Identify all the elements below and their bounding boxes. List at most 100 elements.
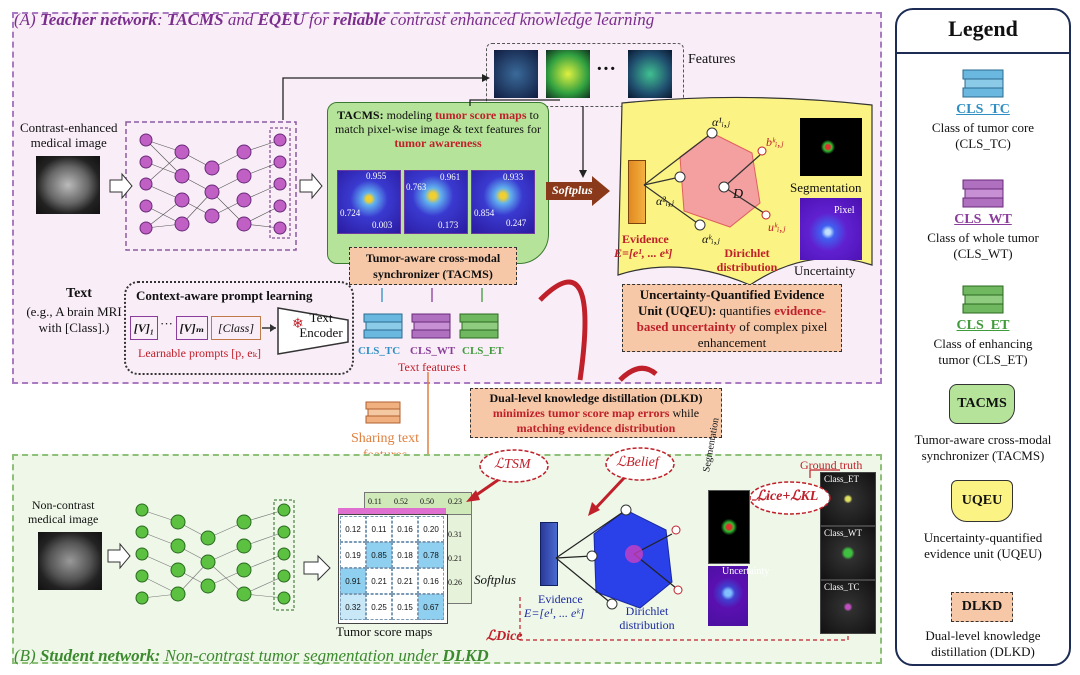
score-grid-cell: 0.19 [340, 542, 366, 568]
score-map-side-layer [446, 514, 472, 604]
score-value: 0.003 [372, 220, 393, 230]
loss-ice-kl: ℒice+ℒKL [756, 489, 819, 504]
score-map-pink-edge [338, 508, 446, 514]
legend-tacms-desc: Tumor-aware cross-modal synchronizer (TA… [914, 432, 1052, 463]
grid-top-value: 0.23 [448, 497, 462, 506]
alpha-1-label: α¹ᵢ,ⱼ [712, 115, 730, 129]
score-grid-cell: 0.67 [418, 594, 444, 620]
score-grid-cell: 0.25 [366, 594, 392, 620]
softplus-arrow-a [546, 176, 610, 206]
grid-side-value: 0.26 [448, 578, 462, 587]
score-grid-cell: 0.16 [418, 568, 444, 594]
prompt-learning-title: Context-aware prompt learning [136, 288, 313, 303]
score-map-tc [337, 170, 401, 234]
score-grid-cell: 0.32 [340, 594, 366, 620]
prompt-learning-box [124, 281, 354, 375]
text-features-label: Text features t [398, 360, 467, 374]
grid-side-value: 0.21 [448, 554, 462, 563]
score-value: 0.933 [503, 172, 524, 182]
alpha-2-label: α²ᵢ,ⱼ [656, 194, 674, 208]
loss-dice: ℒDice [486, 629, 523, 644]
score-maps-label: Tumor score maps [336, 624, 433, 639]
contrast-image-label: Contrast-enhanced medical image [20, 120, 118, 150]
book-icon-et [459, 313, 499, 339]
score-value: 0.854 [474, 208, 495, 218]
class-books [363, 313, 499, 339]
score-value: 0.961 [440, 172, 461, 182]
learnable-prompts-caption: Learnable prompts [p, eₖ] [138, 346, 261, 360]
gt-tc-label: Class_TC [824, 582, 860, 592]
prompt-token-v1: [V]₁ [130, 316, 158, 340]
teacher-network [109, 121, 323, 251]
grid-top-value: 0.52 [394, 497, 408, 506]
score-grid-cell: 0.18 [392, 542, 418, 568]
grid-top-value: 0.11 [368, 497, 382, 506]
dirichlet-d-label: D [733, 187, 744, 202]
student-network [107, 499, 331, 611]
text-title: Text [66, 286, 92, 301]
pixel-label: Pixel [834, 205, 855, 216]
sharing-book-icon [365, 401, 401, 424]
legend-uqeu-tag: UQEU [951, 480, 1013, 522]
uqeu-box: Uncertainty-Quantified Evidence Unit (UQ… [622, 284, 842, 352]
uncertainty-label-a: Uncertainty [794, 263, 856, 278]
book-icon-wt [411, 313, 451, 339]
legend-et-name: CLS_ET [956, 318, 1010, 333]
prompt-dots: ··· [160, 316, 173, 331]
dirichlet-graph-a [643, 127, 771, 231]
legend-wt-desc: Class of whole tumor (CLS_WT) [927, 230, 1039, 261]
u-label: uᵏᵢ,ⱼ [768, 220, 786, 234]
grid-top-value: 0.50 [420, 497, 434, 506]
text-example: (e.g., A brain MRI with [Class].) [26, 304, 122, 335]
evidence-block-b [540, 522, 558, 586]
feature-map-2 [546, 50, 590, 98]
book-icon-et-legend [962, 285, 1004, 314]
score-grid-cell: 0.15 [392, 594, 418, 620]
evidence-block-a [628, 160, 646, 224]
prompt-token-class: [Class] [211, 316, 261, 340]
score-value: 0.724 [340, 208, 361, 218]
book-icon-tc [363, 313, 403, 339]
legend-tc-desc: Class of tumor core (CLS_TC) [931, 120, 1035, 151]
score-grid-cell: 0.21 [366, 568, 392, 594]
features-ellipsis: ··· [596, 58, 617, 80]
feature-map-3 [628, 50, 672, 98]
uncertainty-output-a [800, 198, 862, 260]
segmentation-output-b [708, 490, 750, 564]
b-label: bᵏᵢ,ⱼ [766, 135, 784, 149]
score-value: 0.247 [506, 218, 527, 228]
legend-title: Legend [948, 16, 1018, 41]
legend-tacms-tag: TACMS [949, 384, 1015, 424]
loss-tsm: ℒTSM [494, 457, 531, 472]
legend-dlkd-desc: Dual-level knowledge distillation (DLKD) [925, 628, 1041, 659]
score-map-wt [404, 170, 468, 234]
dlkd-box: Dual-level knowledge distillation (DLKD)… [470, 388, 722, 438]
score-value: 0.955 [366, 171, 387, 181]
dirichlet-graph-b [555, 504, 683, 610]
gt-wt-image [820, 526, 876, 580]
score-grid-cell: 0.91 [340, 568, 366, 594]
gt-wt-label: Class_WT [824, 528, 862, 538]
dirichlet-label-b: Dirichlet distribution [619, 604, 675, 632]
ground-truth-label: Ground truth [800, 458, 863, 472]
score-value: 0.763 [406, 182, 427, 192]
legend-divider [897, 52, 1069, 54]
teacher-panel-title: (A) Teacher network: TACMS and EQEU for … [14, 10, 655, 29]
features-label: Features [688, 52, 736, 67]
evidence-label-a: Evidence [622, 232, 669, 246]
legend-wt-name: CLS_WT [954, 212, 1012, 227]
segmentation-output-a [800, 118, 862, 176]
book-icon-tc-legend [962, 69, 1004, 98]
score-grid-cell: 0.85 [366, 542, 392, 568]
legend-tc-name: CLS_TC [956, 102, 1010, 117]
evidence-formula-b: E=[e¹, ... eᵏ] [524, 606, 585, 620]
cls-wt-label: CLS_WT [410, 345, 456, 357]
grid-side-value: 0.31 [448, 530, 462, 539]
feature-map-1 [494, 50, 538, 98]
dirichlet-label-a: Dirichlet distribution [716, 246, 778, 274]
score-grid-cell: 0.78 [418, 542, 444, 568]
cls-tc-label: CLS_TC [358, 345, 401, 357]
score-grid-cell: 0.11 [366, 516, 392, 542]
score-grid-cell: 0.12 [340, 516, 366, 542]
